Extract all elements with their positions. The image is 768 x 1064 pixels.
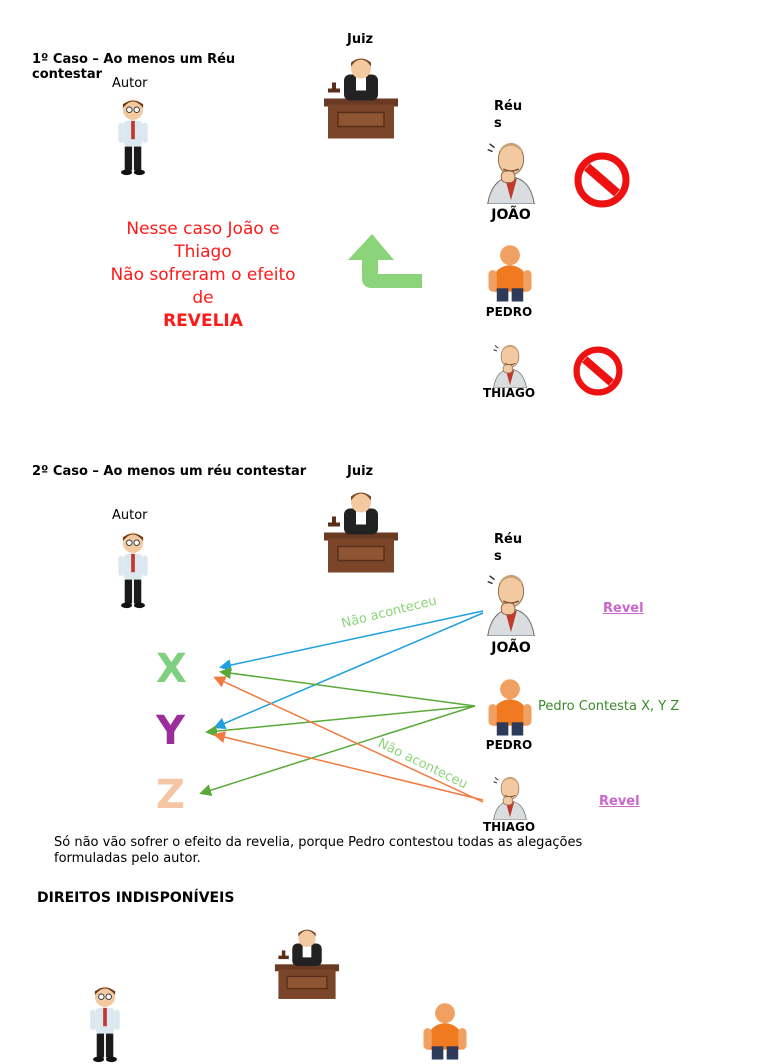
case1-title-line1: 1º Caso – Ao menos um Réu [32, 52, 236, 67]
case2-reus-label: Réu s [494, 531, 522, 565]
arrow-pedro-z [199, 705, 476, 796]
message-line2: Thiago [174, 242, 232, 262]
arrow-joao-y [213, 612, 484, 729]
case2-thiago-label: THIAGO [482, 820, 536, 834]
section3-title: DIREITOS INDISPONÍVEIS [37, 890, 235, 906]
arrows-layer [199, 610, 484, 803]
pedro-icon-3 [416, 1000, 474, 1062]
case2-pedro-label: PEDRO [485, 738, 533, 752]
blue-arrows [213, 610, 484, 729]
case2-reus-line1: Réu [494, 532, 523, 547]
letter-x: X [156, 646, 187, 692]
case1-title: 1º Caso – Ao menos um Réu contestar [32, 52, 235, 82]
case1-reus-line2: s [494, 116, 502, 131]
footnote-line1: Só não vão sofrer o efeito da revelia, p… [54, 835, 583, 850]
revel-link-thiago[interactable]: Revel [599, 794, 640, 809]
revel-link-joao[interactable]: Revel [603, 601, 644, 616]
return-arrow-icon [348, 234, 422, 288]
case2-juiz-label: Juiz [347, 464, 374, 479]
footnote-line2: formuladas pelo autor. [54, 851, 201, 866]
arrow-pedro-x [219, 667, 476, 707]
arrow-joao-x [219, 610, 484, 671]
arrow-thiago-y [213, 731, 484, 801]
autor-icon-3 [82, 982, 128, 1064]
case1-thiago-label: THIAGO [482, 386, 536, 400]
orange-arrows [213, 676, 484, 803]
message-revelia: REVELIA [163, 311, 243, 331]
letter-z: Z [156, 772, 186, 818]
judge-icon-3 [268, 926, 346, 1000]
message-line3: Não sofreram o efeito [110, 265, 296, 285]
letter-y: Y [156, 708, 185, 754]
case1-autor-label: Autor [112, 76, 148, 91]
case2-reus-line2: s [494, 549, 502, 564]
case1-title-line2: contestar [32, 67, 103, 82]
arrow-pedro-y [205, 705, 476, 738]
case1-juiz-label: Juiz [347, 32, 374, 47]
case2-autor-label: Autor [112, 508, 148, 523]
arrow-thiago-x [213, 676, 484, 803]
case1-reus-label: Réu s [494, 98, 522, 132]
case1-joao-label: JOÃO [491, 207, 531, 223]
case1-reus-line1: Réu [494, 99, 523, 114]
message-line1: Nesse caso João e [126, 219, 280, 239]
pedro-contesta-label: Pedro Contesta X, Y Z [538, 699, 680, 714]
case2-title: 2º Caso – Ao menos um réu contestar [32, 464, 307, 479]
message-line4: de [192, 288, 214, 308]
case1-pedro-label: PEDRO [485, 305, 533, 319]
case2-footnote: Só não vão sofrer o efeito da revelia, p… [54, 835, 582, 867]
case1-message: Nesse caso João e Thiago Não sofreram o … [92, 218, 314, 333]
case2-joao-label: JOÃO [491, 640, 531, 656]
green-arrows [199, 667, 476, 796]
